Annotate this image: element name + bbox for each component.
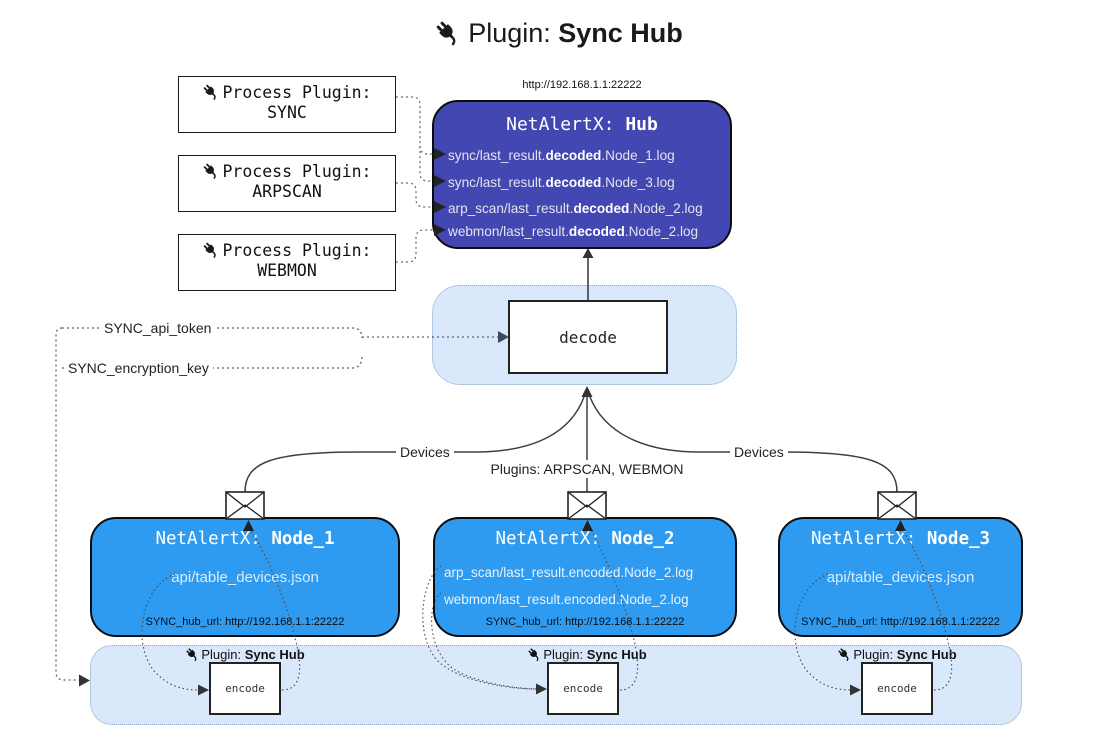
node-file: webmon/last_result.encoded.Node_2.log: [444, 592, 689, 607]
decode-box: decode: [508, 300, 668, 374]
hub-title: NetAlertX: Hub: [434, 114, 730, 135]
plug-icon: [202, 83, 220, 101]
edge-arpscan-plugin-to-hub: [396, 182, 433, 208]
plug-icon: [837, 647, 852, 662]
hub-file-line: webmon/last_result.decoded.Node_2.log: [448, 224, 699, 239]
encode-box: encode: [861, 662, 933, 715]
node-2-box: NetAlertX: Node_2 arp_scan/last_result.e…: [433, 517, 737, 637]
plug-icon: [527, 647, 542, 662]
encode-box: encode: [209, 662, 281, 715]
plug-icon: [202, 241, 220, 259]
plug-icon: [202, 162, 220, 180]
node-1-box: NetAlertX: Node_1 api/table_devices.json…: [90, 517, 400, 637]
process-plugin-title: Process Plugin:: [222, 83, 372, 102]
process-plugin-name: WEBMON: [257, 261, 317, 280]
page-title: Plugin: Sync Hub: [0, 18, 1117, 49]
plug-icon: [434, 19, 462, 47]
encode-box: encode: [547, 662, 619, 715]
page-title-bold: Sync Hub: [558, 18, 683, 48]
cell-label-sync-hub: Plugin: Sync Hub: [797, 647, 997, 662]
node-file: api/table_devices.json: [826, 569, 975, 586]
edge-key-to-band: [55, 327, 79, 681]
envelope-icon: [877, 491, 917, 520]
process-plugin-box-sync: Process Plugin: SYNC: [178, 76, 396, 133]
sync-encryption-key-label: SYNC_encryption_key: [64, 359, 213, 377]
edge-label-devices-left: Devices: [396, 443, 454, 461]
process-plugin-box-webmon: Process Plugin: WEBMON: [178, 234, 396, 291]
hub-title-prefix: NetAlertX:: [506, 114, 626, 135]
edge-label-devices-right: Devices: [730, 443, 788, 461]
hub-file-line: sync/last_result.decoded.Node_1.log: [448, 148, 675, 163]
node-file: arp_scan/last_result.encoded.Node_2.log: [444, 565, 694, 580]
edge-label-plugins: Plugins: ARPSCAN, WEBMON: [0, 460, 1117, 478]
process-plugin-name: ARPSCAN: [252, 182, 322, 201]
node-hub-url: SYNC_hub_url: http://192.168.1.1:22222: [801, 616, 1000, 628]
envelope-icon: [567, 491, 607, 520]
process-plugin-name: SYNC: [267, 103, 307, 122]
process-plugin-box-arpscan: Process Plugin: ARPSCAN: [178, 155, 396, 212]
process-plugin-title: Process Plugin:: [222, 162, 372, 181]
node-title: NetAlertX: Node_1: [155, 529, 335, 549]
plug-icon: [185, 647, 200, 662]
page-title-prefix: Plugin:: [468, 18, 559, 48]
node-title: NetAlertX: Node_3: [810, 529, 991, 549]
hub-url-label: http://192.168.1.1:22222: [522, 79, 642, 91]
node-title: NetAlertX: Node_2: [495, 529, 675, 549]
node-3-box: NetAlertX: Node_3 api/table_devices.json…: [778, 517, 1023, 637]
sync-api-token-label: SYNC_api_token: [100, 319, 216, 337]
node-hub-url: SYNC_hub_url: http://192.168.1.1:22222: [145, 616, 345, 628]
cell-label-sync-hub: Plugin: Sync Hub: [145, 647, 345, 662]
hub-box: NetAlertX: Hub sync/last_result.decoded.…: [432, 100, 732, 249]
edge-webmon-plugin-to-hub: [396, 229, 433, 263]
cell-label-sync-hub: Plugin: Sync Hub: [487, 647, 687, 662]
node-file: api/table_devices.json: [171, 569, 319, 586]
hub-file-line: sync/last_result.decoded.Node_3.log: [448, 175, 675, 190]
hub-title-bold: Hub: [625, 114, 658, 135]
edge-sync-plugin-to-hub: [396, 96, 433, 182]
envelope-icon: [225, 491, 265, 520]
hub-file-line: arp_scan/last_result.decoded.Node_2.log: [448, 201, 703, 216]
process-plugin-title: Process Plugin:: [222, 241, 372, 260]
node-hub-url: SYNC_hub_url: http://192.168.1.1:22222: [485, 616, 685, 628]
